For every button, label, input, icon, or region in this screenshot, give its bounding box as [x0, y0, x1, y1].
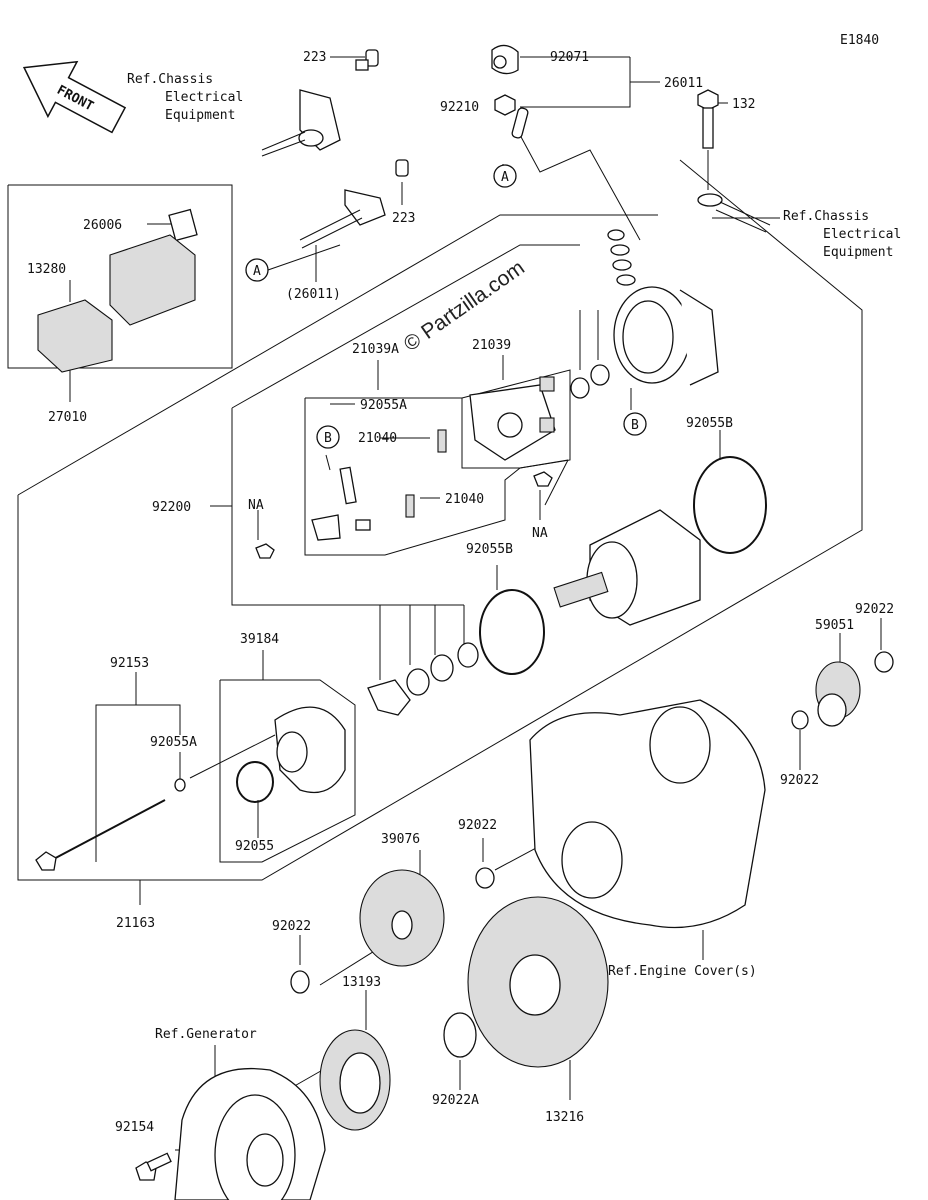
na-label: NA — [248, 498, 264, 513]
part-number: 92022 — [458, 818, 497, 833]
part-number: 21040 — [358, 431, 397, 446]
svg-text:Equipment: Equipment — [823, 245, 893, 260]
svg-text:A: A — [501, 170, 509, 185]
part-number: 92055A — [150, 735, 197, 750]
brush-holder-icon — [469, 376, 556, 461]
starter-end-cover-icon — [613, 286, 719, 386]
part-number: 92022 — [272, 919, 311, 934]
part-number: 92022 — [780, 773, 819, 788]
part-number: 13193 — [342, 975, 381, 990]
ref-generator: Ref.Generator — [155, 1027, 257, 1042]
part-number: 26011 — [664, 76, 703, 91]
o-ring-icon — [479, 589, 545, 675]
terminal-cap-icon — [491, 44, 519, 75]
starter-gear-13216-icon — [467, 896, 609, 1068]
washer-stack-icon — [607, 229, 636, 286]
part-number: 92055A — [360, 398, 407, 413]
nut-icon — [494, 94, 516, 116]
callout-b-right: B — [623, 412, 647, 436]
part-number: 39076 — [381, 832, 420, 847]
na-label: NA — [532, 526, 548, 541]
part-number: 92022A — [432, 1093, 479, 1108]
idle-gear-39076-icon — [359, 869, 445, 967]
part-number: 13280 — [27, 262, 66, 277]
part-number: 27010 — [48, 410, 87, 425]
brush-spring-icon — [437, 429, 447, 453]
diagram-code: E1840 — [840, 33, 879, 48]
o-ring-icon — [236, 761, 274, 803]
part-number: 92071 — [550, 50, 589, 65]
leader-lines — [69, 56, 882, 1151]
part-number: (26011) — [286, 287, 341, 302]
svg-text:A: A — [253, 264, 261, 279]
svg-text:Equipment: Equipment — [165, 108, 235, 123]
assembly-outline — [7, 159, 863, 881]
part-number: 21039A — [352, 342, 399, 357]
part-number: 92055 — [235, 839, 274, 854]
relay-bracket-icon — [261, 89, 341, 157]
svg-text:Electrical: Electrical — [165, 90, 243, 105]
part-number: 223 — [392, 211, 415, 226]
brush-plate-icon — [255, 466, 371, 559]
svg-text:Ref.Chassis: Ref.Chassis — [127, 72, 213, 87]
brush-spring-icon — [405, 494, 415, 518]
starter-front-cover-icon — [274, 706, 346, 794]
part-number-labels: 223 92071 26011 92210 132 223 26006 1328… — [27, 50, 894, 1135]
part-number: 92055B — [686, 416, 733, 431]
part-number: 92200 — [152, 500, 191, 515]
part-number: 92055B — [466, 542, 513, 557]
engine-cover-icon — [529, 699, 766, 929]
part-number: 26006 — [83, 218, 122, 233]
starter-armature-icon — [553, 509, 701, 626]
ground-terminal-icon — [697, 193, 771, 233]
part-number: 223 — [303, 50, 326, 65]
starter-cable-icon — [299, 159, 409, 249]
ref-chassis-electrical-top: Ref.Chassis Electrical Equipment — [127, 72, 243, 123]
part-number: 21163 — [116, 916, 155, 931]
generator-rotor-icon — [174, 1067, 326, 1200]
o-ring-small-icon — [174, 778, 186, 792]
part-number: 92022 — [855, 602, 894, 617]
fuse-icon — [168, 208, 198, 242]
washer-icon — [570, 377, 590, 399]
callout-b-left: B — [316, 425, 340, 449]
bolt-icon — [355, 49, 379, 71]
ref-engine-cover: Ref.Engine Cover(s) — [608, 964, 757, 979]
svg-text:Electrical: Electrical — [823, 227, 901, 242]
part-number: 39184 — [240, 632, 279, 647]
washer-icon — [475, 867, 495, 889]
front-arrow-icon: FRONT — [22, 60, 127, 134]
svg-text:B: B — [324, 431, 332, 446]
starter-relay-icon — [109, 234, 196, 326]
part-number: 59051 — [815, 618, 854, 633]
part-number: 21039 — [472, 338, 511, 353]
screw-icon — [533, 471, 553, 487]
svg-text:B: B — [631, 418, 639, 433]
ref-chassis-electrical-right: Ref.Chassis Electrical Equipment — [783, 209, 901, 260]
cable-terminal-icon — [511, 107, 529, 139]
part-number: 92210 — [440, 100, 479, 115]
washer-row-icon — [367, 642, 479, 716]
svg-text:Ref.Chassis: Ref.Chassis — [783, 209, 869, 224]
part-number: 132 — [732, 97, 755, 112]
bolt-92154-icon — [135, 1152, 172, 1181]
washer-icon — [443, 1012, 477, 1058]
part-number: 13216 — [545, 1110, 584, 1125]
part-number: 21040 — [445, 492, 484, 507]
through-bolt-icon — [35, 799, 166, 871]
relay-box-icon — [37, 299, 113, 373]
idle-gear-59051-icon — [791, 651, 894, 730]
bolt-132-icon — [697, 89, 719, 149]
washer-icon — [590, 364, 610, 386]
part-number: 92153 — [110, 656, 149, 671]
washer-icon — [290, 970, 310, 994]
callout-a-left: A — [245, 258, 269, 282]
callout-a-upper: A — [493, 164, 517, 188]
o-ring-icon — [693, 456, 767, 554]
starter-clutch-icon — [319, 1029, 391, 1131]
part-number: 92154 — [115, 1120, 154, 1135]
